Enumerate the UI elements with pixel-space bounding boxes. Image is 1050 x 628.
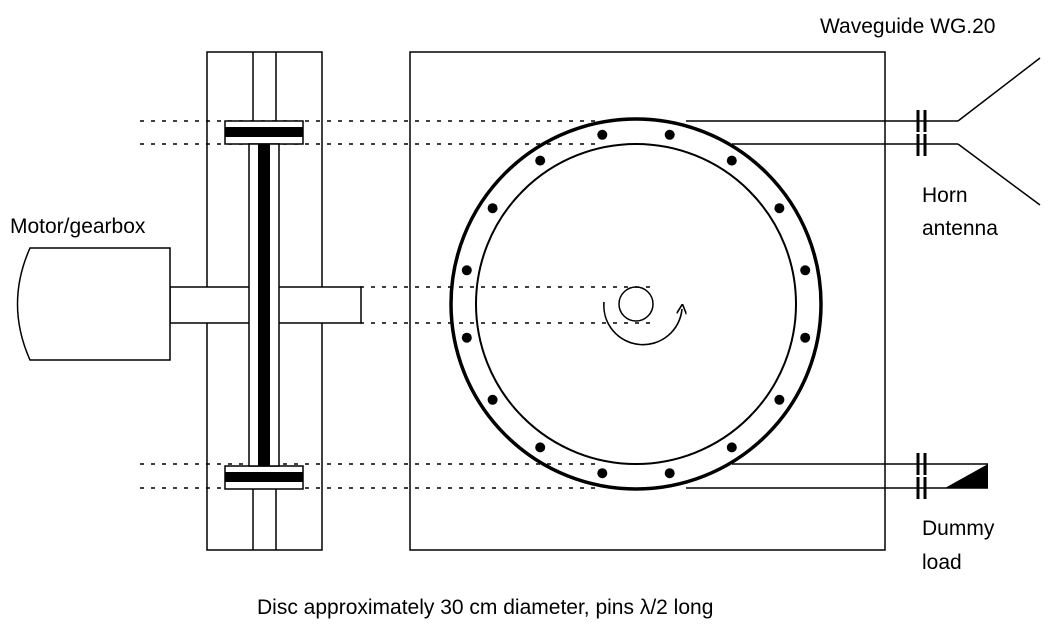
disc-pin	[726, 442, 737, 453]
disc-pin	[800, 332, 811, 343]
horn-antenna-label-line1: Horn	[922, 184, 968, 207]
disc-front-view	[449, 117, 823, 491]
disc-pin	[774, 203, 785, 214]
disc-pin	[597, 468, 608, 479]
disc-pin	[487, 394, 498, 405]
motor-gearbox	[16, 247, 171, 361]
disc-pin	[664, 129, 675, 140]
dummy-load-label-line2: load	[922, 551, 962, 574]
disc-pin	[597, 129, 608, 140]
disc-pin	[664, 468, 675, 479]
disc-pin	[535, 155, 546, 166]
disc-pin	[461, 265, 472, 276]
projection-lines	[140, 120, 655, 489]
disc-pin	[461, 332, 472, 343]
caption: Disc approximately 30 cm diameter, pins …	[257, 596, 713, 619]
waveguide-horn	[686, 57, 1041, 206]
disc-pin	[487, 203, 498, 214]
horn-antenna-label-line2: antenna	[922, 217, 998, 240]
dummy-load-label-line1: Dummy	[922, 517, 995, 540]
waveguide-flange-top	[916, 110, 927, 156]
disc-pin	[800, 265, 811, 276]
disc-pins	[461, 129, 811, 479]
waveguide-flange-bottom	[916, 453, 927, 499]
front-enclosure	[409, 51, 886, 551]
disc-pin	[774, 394, 785, 405]
dummy-load-absorber	[945, 464, 988, 488]
dummy-load-waveguide	[686, 463, 988, 489]
motor-gearbox-label: Motor/gearbox	[10, 215, 146, 238]
disc-pin	[535, 442, 546, 453]
disc-side-view	[224, 120, 304, 490]
disc-pin	[726, 155, 737, 166]
waveguide-label: Waveguide WG.20	[820, 15, 995, 38]
rotation-arrow	[603, 301, 682, 346]
